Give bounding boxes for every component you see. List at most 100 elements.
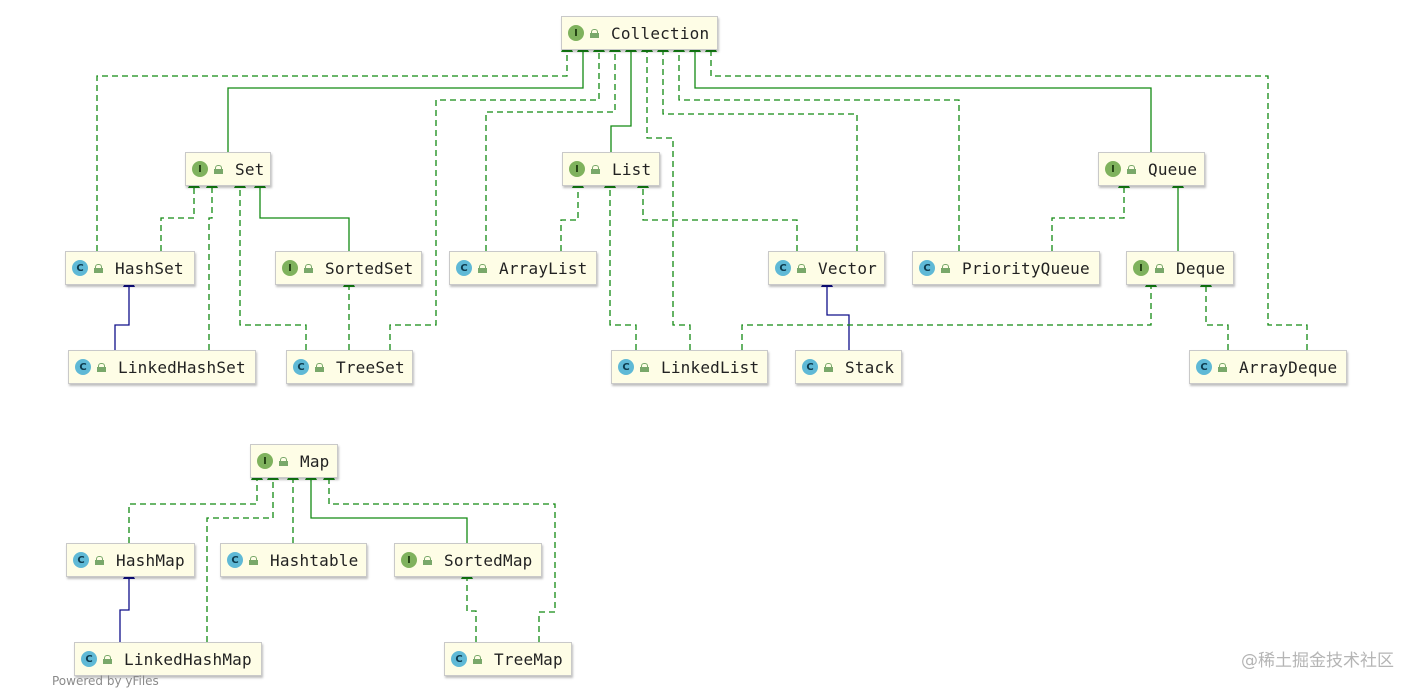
edge-hashset-to-collection (96, 40, 573, 251)
node-label: List (612, 159, 652, 179)
public-lock-icon (315, 362, 324, 372)
node-label: Vector (818, 258, 877, 278)
node-label: HashMap (116, 550, 185, 570)
node-label: Map (300, 451, 330, 471)
node-label: PriorityQueue (962, 258, 1090, 278)
public-lock-icon (279, 456, 288, 466)
node-treeset[interactable]: C TreeSet (286, 350, 413, 384)
node-linkedlist[interactable]: C LinkedList (611, 350, 768, 384)
node-queue[interactable]: I Queue (1098, 152, 1205, 186)
public-lock-icon (1155, 263, 1164, 273)
edge-list-to-collection (610, 40, 637, 152)
edge-priorityqueue-to-collection (673, 40, 960, 251)
node-label: SortedMap (444, 550, 533, 570)
node-label: Stack (845, 357, 895, 377)
class-icon: C (775, 260, 791, 276)
edge-sortedset-to-set (254, 176, 350, 251)
node-label: LinkedHashMap (124, 649, 252, 669)
node-hashset[interactable]: C HashSet (65, 251, 195, 285)
public-lock-icon (824, 362, 833, 372)
interface-icon: I (401, 552, 417, 568)
interface-icon: I (192, 161, 208, 177)
node-linkedhashmap[interactable]: C LinkedHashMap (74, 642, 262, 676)
node-hashmap[interactable]: C HashMap (66, 543, 195, 577)
powered-by-footer: Powered by yFiles (52, 674, 159, 688)
interface-icon: I (1105, 161, 1121, 177)
edge-linkedhashset-to-hashset (114, 275, 135, 350)
public-lock-icon (1218, 362, 1227, 372)
node-label: Collection (611, 23, 710, 43)
public-lock-icon (103, 654, 112, 664)
node-vector[interactable]: C Vector (768, 251, 885, 285)
class-icon: C (451, 651, 467, 667)
interface-icon: I (282, 260, 298, 276)
node-label: Hashtable (270, 550, 359, 570)
class-icon: C (72, 260, 88, 276)
node-treemap[interactable]: C TreeMap (444, 642, 572, 676)
edge-linkedhashset-to-set (206, 176, 218, 350)
node-label: ArrayList (499, 258, 588, 278)
class-icon: C (1196, 359, 1212, 375)
node-deque[interactable]: I Deque (1126, 251, 1234, 285)
public-lock-icon (640, 362, 649, 372)
public-lock-icon (423, 555, 432, 565)
edge-linkedhashmap-to-hashmap (119, 567, 135, 642)
class-icon: C (75, 359, 91, 375)
edge-vector-to-collection (657, 40, 858, 251)
public-lock-icon (941, 263, 950, 273)
public-lock-icon (473, 654, 482, 664)
class-icon: C (81, 651, 97, 667)
node-arraylist[interactable]: C ArrayList (449, 251, 597, 285)
node-collection[interactable]: I Collection (561, 16, 718, 50)
node-sortedset[interactable]: I SortedSet (275, 251, 422, 285)
edge-linkedlist-to-collection (641, 40, 691, 350)
node-priorityqueue[interactable]: C PriorityQueue (912, 251, 1100, 285)
edge-treemap-to-map (323, 468, 556, 642)
edge-hashset-to-set (160, 176, 200, 251)
class-icon: C (919, 260, 935, 276)
edge-linkedhashmap-to-map (206, 468, 279, 642)
node-sortedmap[interactable]: I SortedMap (394, 543, 542, 577)
edge-treemap-to-sortedmap (461, 567, 477, 642)
edge-set-to-collection (227, 40, 589, 152)
class-icon: C (293, 359, 309, 375)
edge-arraydeque-to-collection (705, 40, 1308, 350)
interface-icon: I (257, 453, 273, 469)
public-lock-icon (797, 263, 806, 273)
node-label: SortedSet (325, 258, 414, 278)
watermark: @稀土掘金技术社区 (1241, 651, 1394, 671)
node-label: TreeMap (494, 649, 563, 669)
edge-linkedlist-to-deque (741, 275, 1157, 350)
node-label: TreeSet (336, 357, 405, 377)
node-label: ArrayDeque (1239, 357, 1338, 377)
public-lock-icon (591, 164, 600, 174)
public-lock-icon (214, 164, 223, 174)
edge-queue-to-collection (689, 40, 1152, 152)
class-icon: C (73, 552, 89, 568)
public-lock-icon (478, 263, 487, 273)
public-lock-icon (1127, 164, 1136, 174)
public-lock-icon (95, 555, 104, 565)
edge-treeset-to-collection (389, 40, 605, 350)
edge-hashmap-to-map (128, 468, 263, 543)
public-lock-icon (94, 263, 103, 273)
node-linkedhashset[interactable]: C LinkedHashSet (68, 350, 256, 384)
node-arraydeque[interactable]: C ArrayDeque (1189, 350, 1347, 384)
node-label: LinkedList (661, 357, 760, 377)
class-icon: C (618, 359, 634, 375)
node-label: HashSet (115, 258, 184, 278)
node-label: LinkedHashSet (118, 357, 246, 377)
class-icon: C (456, 260, 472, 276)
interface-icon: I (1133, 260, 1149, 276)
interface-icon: I (568, 25, 584, 41)
public-lock-icon (304, 263, 313, 273)
node-map[interactable]: I Map (250, 444, 338, 478)
node-label: Deque (1176, 258, 1226, 278)
edge-stack-to-vector (821, 275, 850, 350)
node-label: Queue (1148, 159, 1198, 179)
